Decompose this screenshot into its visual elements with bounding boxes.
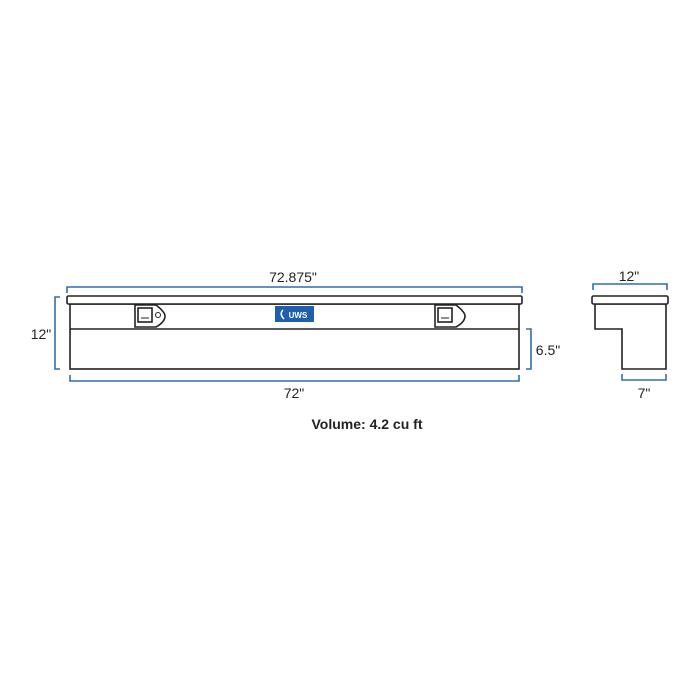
side-lid — [591, 295, 669, 305]
side-bottom-depth-bracket — [621, 374, 667, 381]
right-latch — [434, 304, 466, 328]
side-view — [591, 295, 669, 370]
side-top-depth-bracket — [592, 283, 668, 290]
toolbox-lid — [66, 295, 523, 305]
height-bracket — [54, 296, 60, 370]
front-view: UWS — [66, 295, 523, 370]
height-label: 12" — [31, 326, 52, 342]
left-latch — [134, 304, 166, 328]
body-width-bracket — [69, 375, 520, 382]
side-body — [594, 303, 667, 370]
dimension-lines — [54, 283, 668, 382]
uws-logo: UWS — [275, 306, 314, 322]
lower-height-bracket — [526, 328, 532, 370]
side-bottom-depth-label: 7" — [638, 385, 651, 401]
lock-icon — [155, 312, 161, 318]
side-top-depth-label: 12" — [619, 268, 640, 284]
overall-width-label: 72.875" — [269, 269, 317, 285]
svg-text:UWS: UWS — [289, 311, 308, 320]
overall-width-bracket — [66, 286, 523, 293]
body-width-label: 72" — [284, 385, 305, 401]
lower-height-label: 6.5" — [536, 342, 560, 358]
volume-label: Volume: 4.2 cu ft — [312, 416, 423, 432]
